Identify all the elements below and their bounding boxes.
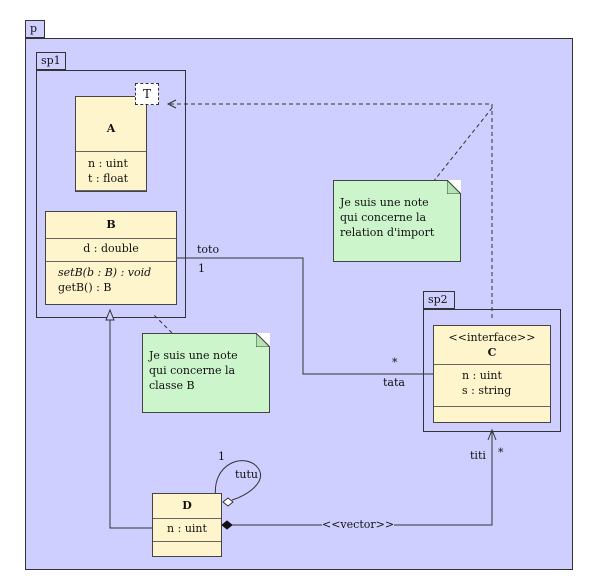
association-target-multiplicity: * — [392, 356, 398, 369]
class-d-name: D — [182, 499, 192, 512]
package-sp1-label: sp1 — [41, 54, 61, 67]
association-source-role: toto — [197, 243, 220, 256]
class-a-attribute: t : float — [88, 172, 129, 185]
package-p-tab: p — [25, 20, 45, 38]
note-import[interactable]: Je suis une note qui concerne la relatio… — [333, 180, 461, 262]
package-p-label: p — [30, 22, 38, 35]
note-import-line: qui concerne la — [340, 211, 427, 224]
composition-multiplicity: * — [498, 446, 504, 459]
class-c-operations — [434, 406, 550, 407]
import-note-link — [432, 107, 493, 183]
association-b-c-line — [177, 257, 433, 375]
class-a-attribute: n : uint — [88, 157, 128, 170]
class-b-operation: getB() : B — [58, 281, 112, 294]
composition-diamond — [221, 520, 233, 530]
generalization-arrowhead — [105, 308, 115, 321]
class-c-attribute: s : string — [462, 384, 512, 397]
association-source-multiplicity: 1 — [198, 262, 205, 275]
association-target-role: tata — [383, 376, 405, 389]
composition-stereotype: <<vector>> — [322, 518, 395, 531]
class-a[interactable]: A n : uint t : float — [75, 96, 147, 192]
class-b-attribute: d : double — [83, 242, 139, 255]
package-sp2-tab: sp2 — [423, 291, 455, 309]
note-import-line: Je suis une note — [340, 196, 429, 209]
class-d[interactable]: D n : uint — [152, 493, 222, 557]
aggregation-diamond — [222, 497, 234, 507]
class-b[interactable]: B d : double setB(b : B) : void getB() :… — [45, 211, 177, 305]
self-aggregation-multiplicity: 1 — [218, 450, 225, 463]
class-d-attribute: n : uint — [167, 522, 207, 535]
composition-d-c-line — [232, 432, 493, 526]
class-d-operations — [153, 541, 221, 542]
class-a-operations — [76, 190, 146, 191]
class-c[interactable]: <<interface>> C n : uint s : string — [433, 325, 551, 423]
note-class-b-fold-icon — [256, 333, 270, 347]
class-a-template-label: T — [142, 87, 151, 101]
class-c-attribute: n : uint — [462, 369, 502, 382]
note-class-b-line: qui concerne la — [149, 364, 236, 377]
package-sp1-tab: sp1 — [36, 52, 66, 70]
note-import-fold-icon — [447, 180, 461, 194]
class-d-attributes: n : uint — [153, 518, 221, 541]
composition-role: titi — [470, 449, 486, 462]
class-a-template-parameter: T — [135, 83, 159, 105]
class-a-attributes: n : uint t : float — [76, 151, 146, 190]
class-b-name: B — [106, 218, 116, 231]
import-dependency-line — [170, 103, 493, 318]
class-b-attributes: d : double — [46, 238, 176, 261]
note-class-b[interactable]: Je suis une note qui concerne la classe … — [142, 333, 270, 413]
note-class-b-line: Je suis une note — [149, 349, 238, 362]
import-arrowhead — [166, 99, 177, 109]
self-aggregation-role: tutu — [235, 468, 259, 481]
class-b-operation: setB(b : B) : void — [58, 266, 152, 279]
self-aggregation-line — [214, 460, 261, 501]
class-c-name: C — [487, 346, 497, 359]
package-sp2-label: sp2 — [428, 293, 448, 306]
class-c-attributes: n : uint s : string — [434, 364, 550, 406]
class-b-note-link — [152, 313, 173, 334]
class-b-operations: setB(b : B) : void getB() : B — [46, 261, 176, 295]
generalization-d-b-line — [109, 320, 152, 529]
composition-arrowhead — [487, 428, 497, 441]
class-a-name: A — [106, 122, 116, 135]
note-class-b-line: classe B — [149, 379, 195, 392]
note-import-line: relation d'import — [340, 226, 435, 239]
class-c-stereotype: <<interface>> — [448, 331, 536, 344]
